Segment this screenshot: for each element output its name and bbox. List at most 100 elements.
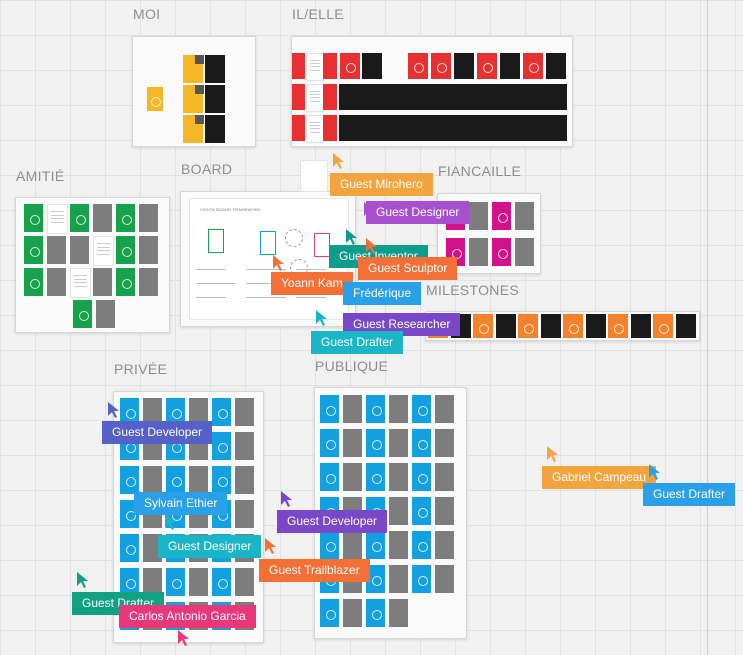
card-cyan[interactable]: [166, 466, 185, 494]
card-gray[interactable]: [469, 238, 488, 266]
card-orange[interactable]: [518, 314, 538, 338]
card-gray[interactable]: [189, 466, 208, 494]
card-gray[interactable]: [389, 463, 408, 491]
document-card[interactable]: [70, 268, 91, 298]
card-black[interactable]: [495, 314, 516, 338]
card-cyan[interactable]: [320, 429, 339, 457]
document-card[interactable]: [306, 84, 324, 112]
board-block[interactable]: [314, 233, 330, 257]
card-red[interactable]: [323, 53, 337, 79]
card-gray[interactable]: [515, 238, 534, 266]
card-red[interactable]: [408, 53, 428, 79]
card-red[interactable]: [292, 53, 305, 79]
card-cyan[interactable]: [412, 531, 431, 559]
card-gray[interactable]: [435, 429, 454, 457]
card-red[interactable]: [323, 115, 337, 141]
frame-moi[interactable]: [132, 36, 256, 147]
card-cyan[interactable]: [366, 429, 385, 457]
card-black[interactable]: [630, 314, 651, 338]
card-black[interactable]: [540, 314, 561, 338]
card-orange[interactable]: [608, 314, 628, 338]
card-gray[interactable]: [343, 599, 362, 627]
card-cyan[interactable]: [166, 398, 185, 426]
card-black[interactable]: [546, 53, 566, 79]
card-black[interactable]: [205, 55, 225, 83]
card-gray[interactable]: [389, 599, 408, 627]
sticky-note[interactable]: [300, 160, 328, 192]
card-gray[interactable]: [515, 202, 534, 230]
card-gray[interactable]: [143, 398, 162, 426]
card-thumbnail[interactable]: [195, 85, 204, 94]
card-cyan[interactable]: [412, 429, 431, 457]
card-cyan[interactable]: [212, 398, 231, 426]
card-cyan[interactable]: [212, 432, 231, 460]
card-black[interactable]: [205, 115, 225, 143]
card-gray[interactable]: [343, 531, 362, 559]
card-cyan[interactable]: [366, 599, 385, 627]
card-gray[interactable]: [235, 398, 254, 426]
card-gray[interactable]: [389, 565, 408, 593]
card-gray[interactable]: [143, 568, 162, 596]
card-gray[interactable]: [469, 202, 488, 230]
board-block[interactable]: [208, 229, 224, 253]
card-black[interactable]: [500, 53, 520, 79]
card-cyan[interactable]: [120, 534, 139, 562]
card-gray[interactable]: [47, 236, 66, 264]
card-gray[interactable]: [235, 466, 254, 494]
card-black[interactable]: [454, 53, 474, 79]
card-gray[interactable]: [389, 531, 408, 559]
card-gray[interactable]: [389, 497, 408, 525]
card-cyan[interactable]: [366, 463, 385, 491]
document-card[interactable]: [306, 53, 324, 81]
card-gray[interactable]: [343, 429, 362, 457]
card-cyan[interactable]: [120, 398, 139, 426]
card-green[interactable]: [24, 204, 43, 232]
card-gray[interactable]: [343, 395, 362, 423]
card-gray[interactable]: [93, 268, 112, 296]
card-gray[interactable]: [139, 268, 158, 296]
card-red[interactable]: [292, 115, 305, 141]
card-red[interactable]: [340, 53, 360, 79]
card-green[interactable]: [70, 204, 89, 232]
card-cyan[interactable]: [212, 466, 231, 494]
card-cyan[interactable]: [412, 395, 431, 423]
card-gray[interactable]: [435, 463, 454, 491]
card-red[interactable]: [323, 84, 337, 110]
card-cyan[interactable]: [366, 565, 385, 593]
card-gray[interactable]: [139, 204, 158, 232]
card-gray[interactable]: [139, 236, 158, 264]
card-gray[interactable]: [143, 466, 162, 494]
card-gray[interactable]: [96, 300, 115, 328]
card-green[interactable]: [73, 300, 92, 328]
card-gray[interactable]: [389, 429, 408, 457]
document-card[interactable]: [47, 204, 68, 234]
frame-board[interactable]: VISION BOARD FRAMEWORK: [180, 191, 356, 327]
document-card[interactable]: [93, 236, 114, 266]
card-magenta[interactable]: [492, 202, 511, 230]
board-block[interactable]: [260, 231, 276, 255]
card-red[interactable]: [292, 84, 305, 110]
card-green[interactable]: [116, 268, 135, 296]
card-yellow[interactable]: [147, 87, 163, 111]
card-cyan[interactable]: [412, 463, 431, 491]
frame-amitie[interactable]: [15, 197, 170, 333]
card-cyan[interactable]: [320, 463, 339, 491]
card-cyan[interactable]: [366, 531, 385, 559]
card-thumbnail[interactable]: [195, 115, 204, 124]
card-cyan[interactable]: [320, 395, 339, 423]
card-green[interactable]: [24, 268, 43, 296]
card-gray[interactable]: [435, 395, 454, 423]
card-gray[interactable]: [143, 534, 162, 562]
card-red[interactable]: [477, 53, 497, 79]
card-gray[interactable]: [435, 531, 454, 559]
card-magenta[interactable]: [492, 238, 511, 266]
card-cyan[interactable]: [412, 565, 431, 593]
frame-il-elle[interactable]: [291, 36, 573, 147]
card-orange[interactable]: [473, 314, 493, 338]
card-cyan[interactable]: [320, 531, 339, 559]
card-black[interactable]: [362, 53, 382, 79]
document-card[interactable]: [306, 115, 324, 143]
card-green[interactable]: [116, 236, 135, 264]
card-gray[interactable]: [93, 204, 112, 232]
card-cyan[interactable]: [120, 466, 139, 494]
